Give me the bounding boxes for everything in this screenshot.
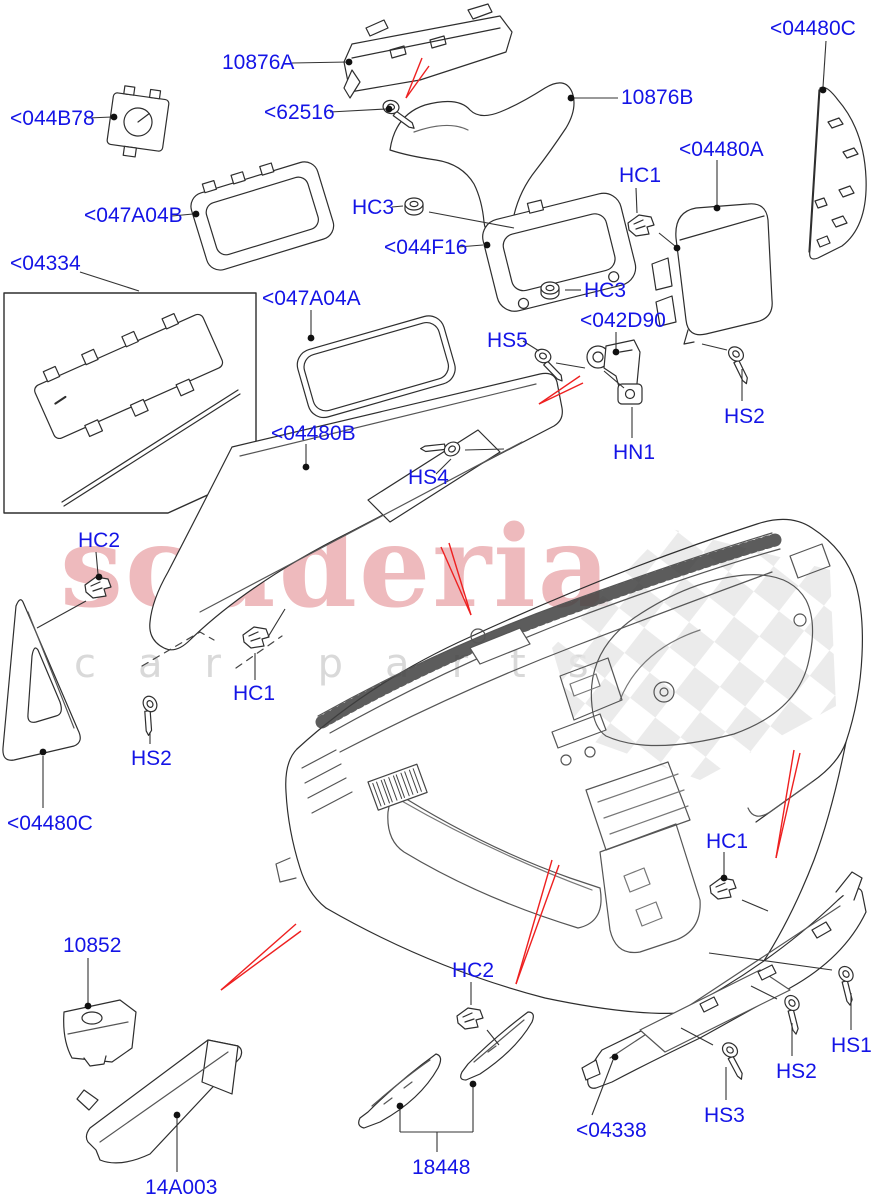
- part-label-047A04A[interactable]: <047A04A: [262, 287, 361, 310]
- part-047a04a-gasket: [296, 315, 456, 419]
- part-label-HC3-2[interactable]: HC3: [584, 279, 627, 302]
- part-instrument-panel: [275, 518, 863, 1014]
- part-label-042D90[interactable]: <042D90: [580, 309, 666, 332]
- part-label-04338[interactable]: <04338: [576, 1119, 647, 1142]
- part-label-HC2-left[interactable]: HC2: [78, 529, 121, 552]
- part-04480c-end-panel-right: [808, 86, 867, 260]
- locator-dashes: [141, 631, 283, 669]
- part-label-10876B[interactable]: 10876B: [621, 86, 694, 109]
- part-10852-bracket: [63, 999, 137, 1067]
- red-direction-arrows: [220, 57, 801, 991]
- part-label-04334[interactable]: <04334: [10, 252, 81, 275]
- part-label-HN1[interactable]: HN1: [613, 441, 656, 464]
- part-label-HC1-mid[interactable]: HC1: [233, 682, 276, 705]
- part-label-HC1-br[interactable]: HC1: [706, 830, 749, 853]
- part-label-HS2-mid[interactable]: HS2: [724, 405, 765, 428]
- part-14a003-tray: [76, 1039, 243, 1164]
- part-label-HS3[interactable]: HS3: [704, 1104, 745, 1127]
- part-label-04480A[interactable]: <04480A: [679, 138, 764, 161]
- part-044b78-module: [106, 85, 170, 158]
- part-04480c-end-panel-left: [2, 599, 81, 761]
- part-label-HS1[interactable]: HS1: [831, 1034, 871, 1057]
- leader-lines: [36, 40, 852, 1172]
- part-label-HS5[interactable]: HS5: [487, 329, 528, 352]
- part-label-18448[interactable]: 18448: [412, 1156, 471, 1179]
- part-label-HC2-bot[interactable]: HC2: [452, 959, 495, 982]
- part-18448-mouldings: [358, 1011, 534, 1129]
- part-04480a-box: [651, 203, 773, 345]
- part-label-HS2-left[interactable]: HS2: [131, 747, 172, 770]
- part-04480b-trim-panel: [149, 372, 563, 651]
- part-label-HC3-1[interactable]: HC3: [352, 196, 395, 219]
- part-044f16-cover: [482, 192, 637, 312]
- part-label-10852[interactable]: 10852: [63, 934, 122, 957]
- part-label-HC1-top[interactable]: HC1: [619, 164, 662, 187]
- part-label-04480C-left[interactable]: <04480C: [7, 812, 93, 835]
- part-label-047A04B[interactable]: <047A04B: [84, 204, 183, 227]
- part-label-044F16[interactable]: <044F16: [384, 236, 468, 259]
- part-hn1-clip: [617, 383, 643, 405]
- part-label-04480B[interactable]: <04480B: [271, 422, 356, 445]
- part-047a04b-bezel: [190, 161, 335, 271]
- part-label-10876A[interactable]: 10876A: [222, 51, 295, 74]
- part-04334-kit-box: [3, 292, 257, 514]
- part-label-62516[interactable]: <62516: [264, 101, 335, 124]
- part-label-04480C-top[interactable]: <04480C: [770, 17, 856, 40]
- part-label-HS2-br[interactable]: HS2: [776, 1060, 817, 1083]
- part-label-14A003[interactable]: 14A003: [145, 1176, 218, 1199]
- part-04338-lower-panel: [581, 871, 867, 1089]
- part-label-044B78[interactable]: <044B78: [10, 107, 95, 130]
- part-label-HS4[interactable]: HS4: [408, 466, 449, 489]
- part-10876a-panel: [343, 3, 513, 99]
